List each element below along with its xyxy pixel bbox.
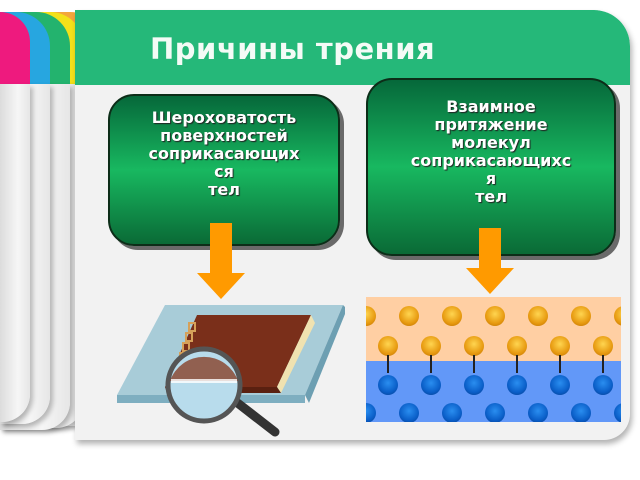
arrow-down-icon [466, 228, 514, 296]
box-line: Взаимное [446, 97, 536, 116]
box-line: соприкасающихс [410, 151, 572, 170]
box-line: соприкасающих [148, 144, 300, 163]
box-line: поверхностей [160, 126, 288, 145]
slide-header: Причины трения [75, 10, 630, 85]
cause-box-attraction: Взаимное притяжение молекул соприкасающи… [366, 78, 616, 256]
box-line: я [485, 169, 497, 188]
book-magnifier-illustration [105, 297, 347, 437]
box-line: тел [208, 180, 240, 199]
slide-title: Причины трения [150, 32, 436, 66]
arrow-down-icon [197, 223, 245, 299]
box-line: притяжение [434, 115, 548, 134]
slide-panel: Причины трения Шероховатость поверхносте… [75, 10, 630, 440]
tab-pink-page [0, 84, 30, 422]
box-line: тел [475, 187, 507, 206]
box-line: ся [214, 162, 234, 181]
box-line: молекул [451, 133, 531, 152]
box-line: Шероховатость [151, 108, 297, 127]
cause-box-roughness: Шероховатость поверхностей соприкасающих… [108, 94, 340, 246]
molecule-layers-illustration [366, 297, 621, 422]
